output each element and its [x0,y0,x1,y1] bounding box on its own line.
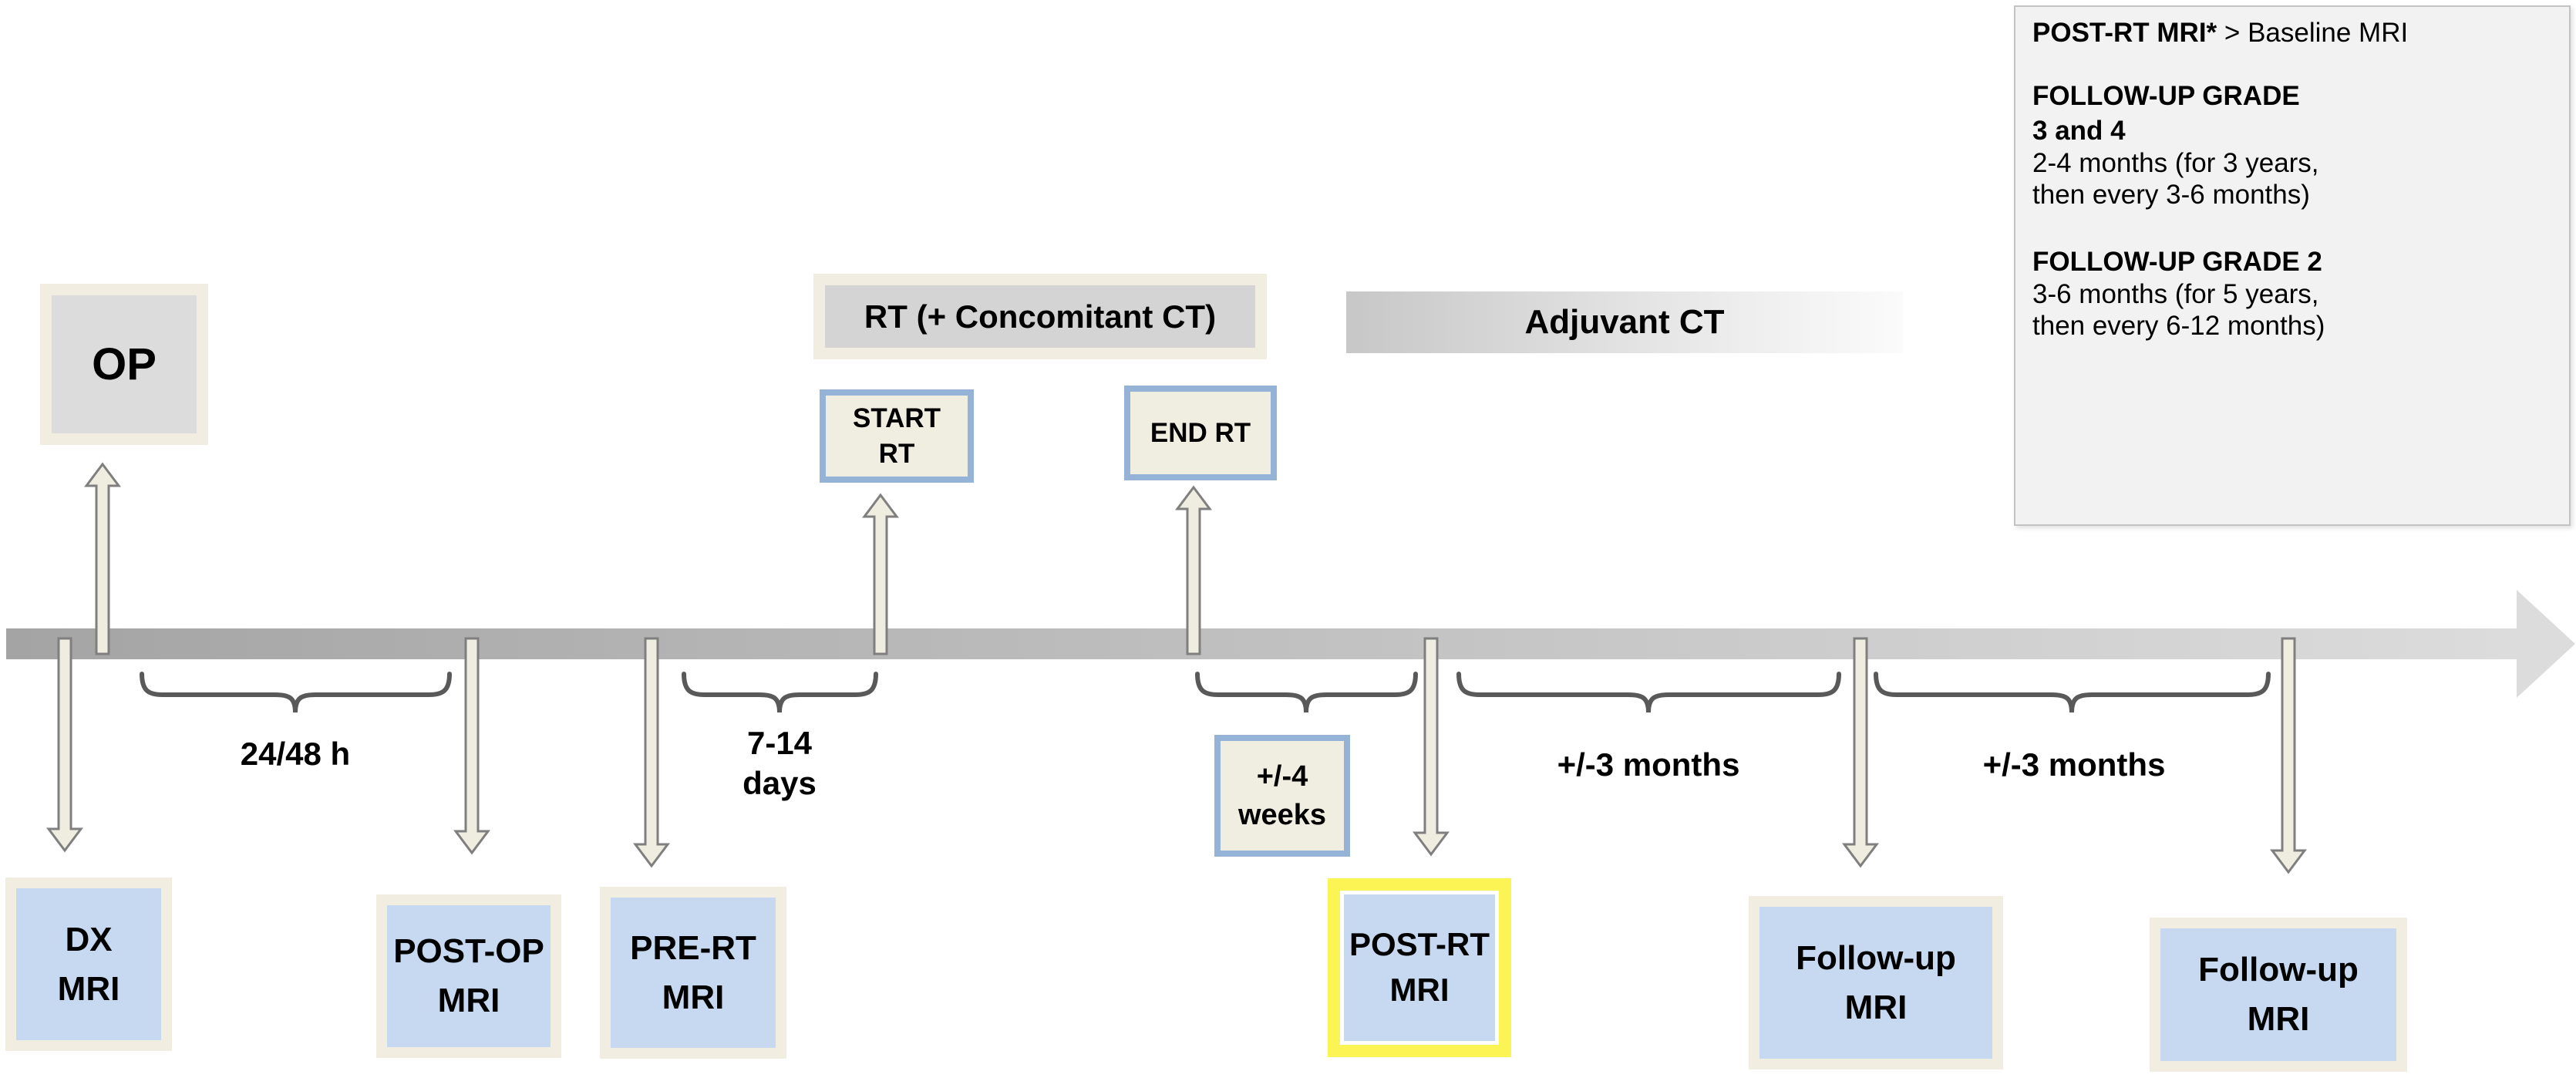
post-op-mri-line2: MRI [437,982,500,1019]
post-rt-mri-line2: MRI [1389,972,1450,1008]
interval-7-14-days-line1: 7-14 [746,725,813,761]
pre-rt-mri-line1: PRE-RT [630,928,756,967]
start-rt-arrow-icon [862,493,899,655]
interval-4-weeks-line2: weeks [1237,799,1327,831]
follow-up-schedule-panel: POST-RT MRI* > Baseline MRI FOLLOW-UP GR… [2014,5,2571,526]
post-op-mri-label: POST-OP MRI [387,905,551,1047]
follow-up-2-arrow-icon [2270,637,2307,874]
follow-up-1-arrow-icon [1842,637,1879,868]
dx-mri-line2: MRI [57,969,120,1008]
pre-rt-mri-box: PRE-RT MRI [600,887,786,1059]
pre-rt-mri-label: PRE-RT MRI [611,898,776,1048]
brace-plus-minus-3-months-2 [1874,672,2271,713]
rt-phase-bar: RT (+ Concomitant CT) [813,274,1267,359]
op-label: OP [52,295,197,433]
dx-mri-box: DX MRI [5,877,172,1051]
start-rt-label-line1: START [852,403,941,433]
follow-up-mri-2-line1: Follow-up [2198,951,2359,989]
start-rt-label-line2: RT [878,438,915,469]
follow-up-mri-2-line2: MRI [2247,1000,2310,1038]
brace-7-14-days [682,672,878,713]
start-rt-box: START RT [820,389,974,483]
post-rt-mri-arrow-icon [1413,637,1450,857]
interval-3-months-label-1: +/-3 months [1557,746,1740,783]
adjuvant-ct-label: Adjuvant CT [1524,303,1725,341]
post-op-mri-line1: POST-OP [393,932,544,971]
follow-up-mri-box-2: Follow-up MRI [2150,918,2407,1072]
panel-grade2-body-line1: 3-6 months (for 5 years, [2032,279,2319,309]
post-op-mri-arrow-icon [453,637,490,855]
interval-4-weeks-line1: +/-4 [1256,760,1308,793]
post-rt-mri-label: POST-RT MRI [1344,894,1495,1041]
follow-up-mri-1-label: Follow-up MRI [1759,907,1992,1059]
interval-3-months-label-2: +/-3 months [1982,746,2166,783]
rt-phase-label: RT (+ Concomitant CT) [825,285,1255,348]
dx-mri-line1: DX [65,920,113,958]
dx-mri-label: DX MRI [16,888,161,1040]
panel-grade34-title-line1: FOLLOW-UP GRADE [2032,81,2300,111]
follow-up-mri-2-label: Follow-up MRI [2160,928,2396,1061]
panel-baseline-rule-rest: > Baseline MRI [2217,18,2409,48]
adjuvant-ct-bar: Adjuvant CT [1346,291,1903,353]
interval-plus-minus-4-weeks-box: +/-4 weeks [1214,735,1350,857]
panel-grade2-title: FOLLOW-UP GRADE 2 [2032,247,2322,277]
panel-baseline-rule-bold: POST-RT MRI* [2032,18,2217,48]
interval-24-48h-label: 24/48 h [240,736,351,772]
pre-rt-mri-arrow-icon [633,637,670,868]
follow-up-mri-1-line1: Follow-up [1796,938,1956,977]
brace-24-48h [140,672,452,713]
brace-plus-minus-3-months-1 [1456,672,1841,713]
op-arrow-icon [84,462,121,655]
pre-rt-mri-line2: MRI [662,978,725,1016]
post-rt-mri-line1: POST-RT [1349,926,1490,963]
op-box: OP [40,284,208,445]
end-rt-box: END RT [1124,386,1277,480]
post-op-mri-box: POST-OP MRI [376,894,561,1058]
panel-grade34-body-line2: then every 3-6 months) [2032,180,2310,210]
end-rt-label: END RT [1150,417,1251,448]
follow-up-mri-box-1: Follow-up MRI [1749,896,2003,1069]
timeline-bar [6,628,2521,659]
interval-7-14-days-line2: days [742,765,817,801]
brace-plus-minus-4-weeks [1195,672,1418,713]
panel-grade34-body-line1: 2-4 months (for 3 years, [2032,148,2319,178]
panel-baseline-rule: POST-RT MRI* > Baseline MRI [2032,18,2408,51]
post-rt-mri-box-highlighted: POST-RT MRI [1328,878,1511,1057]
dx-mri-arrow-icon [46,637,83,853]
interval-7-14-days-label: 7-14 days [664,723,895,803]
panel-grade34-title-line2: 3 and 4 [2032,116,2126,146]
panel-grade2-body-line2: then every 6-12 months) [2032,311,2325,341]
follow-up-mri-1-line2: MRI [1844,988,1908,1026]
timeline-arrowhead-icon [2517,590,2575,698]
end-rt-arrow-icon [1175,485,1212,655]
